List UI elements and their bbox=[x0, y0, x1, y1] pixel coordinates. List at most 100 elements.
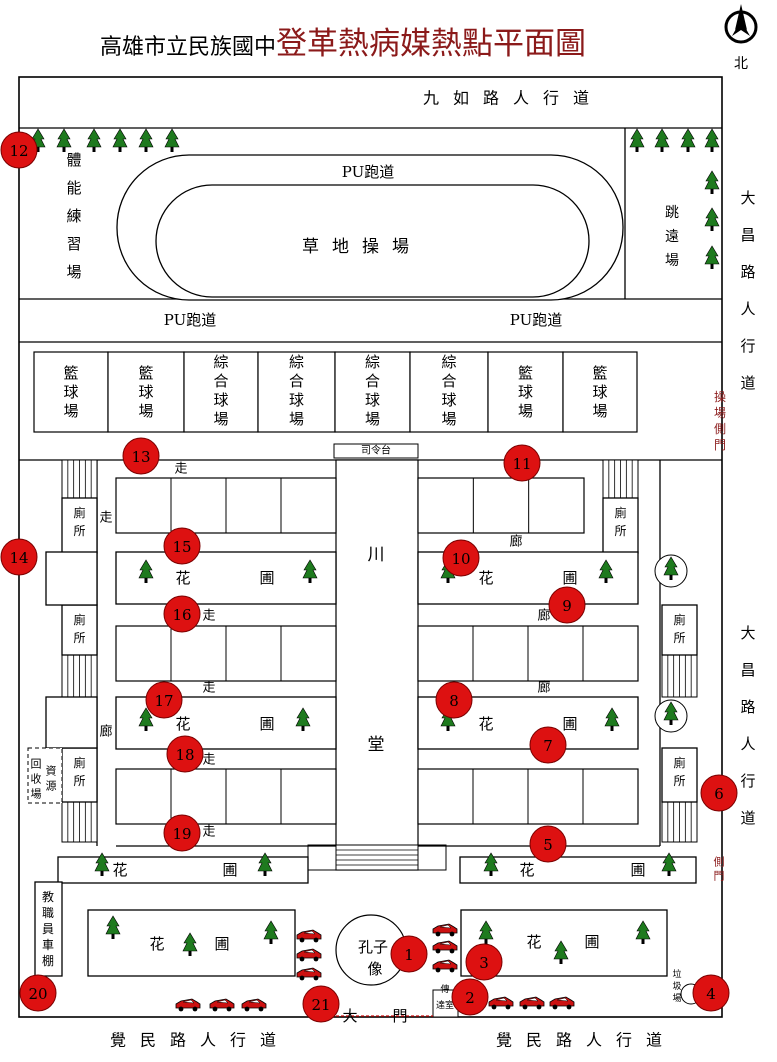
stairs bbox=[61, 801, 98, 843]
car-icon bbox=[519, 996, 545, 1010]
tree-icon bbox=[704, 128, 720, 152]
street-south-left: 覺民路人行道 bbox=[110, 1031, 290, 1050]
svg-text:棚: 棚 bbox=[42, 953, 54, 968]
hotspot-marker-10: 10 bbox=[442, 539, 480, 577]
svg-text:場: 場 bbox=[31, 788, 42, 801]
svg-text:源: 源 bbox=[46, 779, 57, 793]
svg-text:垃: 垃 bbox=[672, 968, 681, 980]
hotspot-number: 1 bbox=[404, 946, 414, 964]
tree-icon bbox=[105, 915, 121, 939]
stage-label: 司令台 bbox=[361, 444, 391, 457]
hotspot-marker-5: 5 bbox=[529, 825, 567, 863]
corridor-label: 廊 bbox=[99, 724, 112, 740]
car-icon bbox=[432, 959, 458, 973]
garden-label-bed: 圃 bbox=[630, 861, 645, 879]
svg-text:路: 路 bbox=[740, 698, 755, 716]
front-garden bbox=[459, 856, 697, 884]
garden-label-flower: 花 bbox=[478, 569, 493, 587]
court-outline bbox=[562, 351, 638, 433]
hotspot-number: 14 bbox=[9, 549, 28, 567]
court-label: 籃球場 bbox=[63, 364, 78, 420]
svg-text:廁: 廁 bbox=[73, 505, 85, 520]
hotspot-number: 18 bbox=[175, 746, 194, 764]
svg-text:回: 回 bbox=[31, 758, 42, 771]
tree-icon bbox=[295, 707, 311, 731]
svg-text:場: 場 bbox=[672, 992, 681, 1004]
tree-icon bbox=[635, 920, 651, 944]
confucius-label-bottom: 像 bbox=[367, 960, 382, 978]
hall-label-bottom: 堂 bbox=[368, 735, 385, 755]
running-track-inner bbox=[155, 184, 590, 298]
svg-text:所: 所 bbox=[73, 631, 85, 645]
svg-text:行: 行 bbox=[740, 772, 755, 790]
hotspot-number: 2 bbox=[465, 989, 475, 1007]
hotspot-marker-11: 11 bbox=[503, 444, 541, 482]
confucius-label-top: 孔子 bbox=[358, 938, 388, 956]
svg-text:道: 道 bbox=[740, 809, 755, 827]
svg-text:習: 習 bbox=[66, 235, 81, 253]
svg-text:廁: 廁 bbox=[73, 612, 85, 627]
car-icon bbox=[296, 967, 322, 981]
hotspot-number: 6 bbox=[714, 785, 724, 803]
school-name: 高雄市立民族國中 bbox=[100, 35, 277, 60]
side-gate-label: 側門 bbox=[714, 856, 725, 883]
svg-text:車: 車 bbox=[42, 938, 54, 952]
garden-label-flower: 花 bbox=[149, 935, 164, 953]
svg-text:球: 球 bbox=[441, 391, 456, 409]
hotspot-number: 4 bbox=[706, 985, 716, 1003]
tree-icon bbox=[680, 128, 696, 152]
hotspot-marker-1: 1 bbox=[390, 935, 428, 973]
central-hall bbox=[335, 459, 419, 871]
garden-label-bed: 圃 bbox=[222, 861, 237, 879]
stairs bbox=[335, 844, 419, 871]
street-north: 九如路人行道 bbox=[423, 89, 603, 108]
svg-text:道: 道 bbox=[740, 374, 755, 392]
garden-label-bed: 圃 bbox=[562, 715, 577, 733]
map-subject: 登革熱病媒熱點平面圖 bbox=[276, 26, 587, 62]
svg-text:廁: 廁 bbox=[614, 505, 626, 520]
long-jump-label: 跳遠場 bbox=[665, 205, 679, 269]
restroom-label: 廁所 bbox=[673, 612, 685, 645]
svg-text:門: 門 bbox=[714, 438, 726, 452]
track-label-right: PU跑道 bbox=[510, 311, 562, 329]
svg-text:合: 合 bbox=[365, 372, 380, 390]
restroom bbox=[61, 747, 98, 803]
tree-icon bbox=[182, 932, 198, 956]
recycle-label-right: 回收場 bbox=[31, 758, 42, 801]
tree-icon bbox=[661, 852, 677, 876]
court-outline bbox=[334, 351, 411, 433]
hotspot-marker-15: 15 bbox=[163, 527, 201, 565]
restroom-label: 廁所 bbox=[73, 612, 85, 645]
svg-text:側: 側 bbox=[714, 422, 726, 436]
hotspot-marker-17: 17 bbox=[145, 681, 183, 719]
walkway-label: 走 bbox=[202, 681, 215, 696]
svg-text:綜: 綜 bbox=[213, 353, 228, 371]
svg-text:合: 合 bbox=[441, 372, 456, 390]
classroom-block bbox=[115, 477, 337, 534]
svg-text:能: 能 bbox=[66, 179, 81, 197]
tree-icon bbox=[478, 920, 494, 944]
court-outline bbox=[183, 351, 259, 433]
svg-text:遠: 遠 bbox=[665, 229, 679, 245]
svg-text:人: 人 bbox=[740, 735, 755, 753]
tree-icon bbox=[164, 128, 180, 152]
svg-text:綜: 綜 bbox=[441, 353, 456, 371]
restroom-label: 廁所 bbox=[73, 505, 85, 538]
west-annex bbox=[45, 696, 98, 749]
svg-text:側: 側 bbox=[714, 856, 725, 869]
corridor-label: 廊 bbox=[537, 680, 550, 696]
svg-text:場: 場 bbox=[63, 402, 78, 420]
corridor-label: 廊 bbox=[509, 534, 522, 550]
north-arrow-icon bbox=[724, 4, 758, 44]
svg-text:場: 場 bbox=[714, 406, 726, 420]
svg-text:球: 球 bbox=[138, 383, 153, 401]
walkway-label: 走 bbox=[202, 609, 215, 624]
svg-text:合: 合 bbox=[289, 372, 304, 390]
